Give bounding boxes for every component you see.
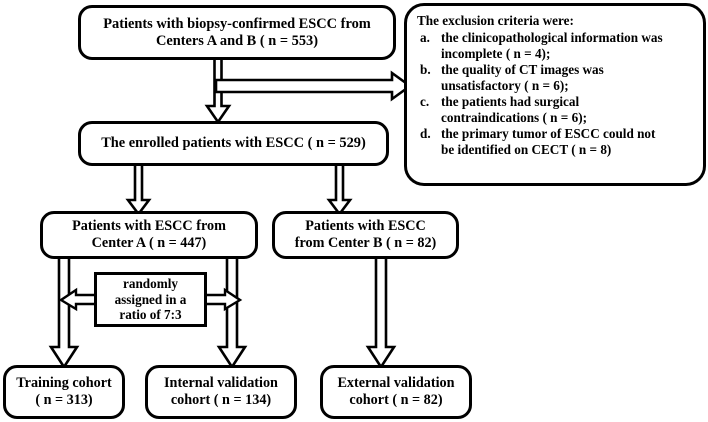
- node-internal-line1: Internal validation: [164, 375, 278, 392]
- node-internal-line2: cohort ( n = 134): [170, 392, 272, 408]
- exclusion-item-text: the clinicopathological information was …: [441, 30, 695, 62]
- node-enrolled-patients: The enrolled patients with ESCC ( n = 52…: [78, 121, 389, 166]
- node-training-cohort: Training cohort ( n = 313): [3, 365, 125, 419]
- exclusion-item-marker: c.: [420, 94, 430, 110]
- exclusion-heading: The exclusion criteria were:: [417, 13, 574, 28]
- node-external-line2: cohort ( n = 82): [349, 392, 443, 408]
- exclusion-item-line1: the primary tumor of ESCC could not: [441, 126, 656, 142]
- exclusion-item-line2: contraindications ( n = 6);: [441, 110, 587, 126]
- node-enrolled-line1: The enrolled patients with ESCC ( n = 52…: [101, 135, 366, 151]
- node-external-validation-cohort: External validation cohort ( n = 82): [320, 365, 472, 419]
- arrow-source-to-exclusion: [214, 70, 413, 102]
- exclusion-item-line1: the clinicopathological information was: [441, 30, 663, 46]
- exclusion-item-text: the patients had surgical contraindicati…: [441, 94, 695, 126]
- exclusion-list: a. the clinicopathological information w…: [417, 30, 695, 158]
- node-center-a-line1: Patients with ESCC from: [72, 218, 226, 235]
- node-external-line1: External validation: [337, 375, 455, 392]
- node-training-line2: ( n = 313): [35, 392, 93, 408]
- node-training-line1: Training cohort: [16, 375, 112, 392]
- exclusion-item-text: the quality of CT images was unsatisfact…: [441, 62, 695, 94]
- arrow-enrolled-to-center-b: [326, 162, 353, 217]
- exclusion-item: a. the clinicopathological information w…: [417, 30, 695, 62]
- node-exclusion-criteria: The exclusion criteria were: a. the clin…: [404, 3, 706, 186]
- node-center-b-line2: from Center B ( n = 82): [294, 235, 437, 251]
- exclusion-item: d. the primary tumor of ESCC could not b…: [417, 126, 695, 158]
- exclusion-item-line2: incomplete ( n = 4);: [441, 46, 551, 62]
- node-source-population: Patients with biopsy-confirmed ESCC from…: [78, 5, 396, 60]
- node-random-assignment: randomly assigned in a ratio of 7:3: [94, 272, 207, 327]
- exclusion-item-marker: b.: [420, 62, 431, 78]
- node-center-b: Patients with ESCC from Center B ( n = 8…: [272, 211, 459, 259]
- arrow-center-a-to-training: [48, 255, 81, 370]
- arrow-enrolled-to-center-a: [125, 162, 152, 217]
- node-random-line2: assigned in a: [114, 291, 187, 307]
- node-internal-validation-cohort: Internal validation cohort ( n = 134): [145, 365, 297, 419]
- node-source-line1: Patients with biopsy-confirmed ESCC from: [103, 15, 371, 32]
- exclusion-item-line2: unsatisfactory ( n = 6);: [441, 78, 569, 94]
- arrow-center-b-to-external: [365, 255, 398, 370]
- node-center-a-line2: Center A ( n = 447): [91, 235, 207, 251]
- exclusion-item-marker: a.: [420, 30, 430, 46]
- node-center-a: Patients with ESCC from Center A ( n = 4…: [40, 211, 258, 259]
- exclusion-item-text: the primary tumor of ESCC could not be i…: [441, 126, 695, 158]
- arrow-random-split-left: [58, 287, 100, 312]
- exclusion-item-line2: be identified on CECT ( n = 8): [441, 142, 612, 158]
- node-random-line1: randomly: [123, 276, 178, 292]
- exclusion-item: b. the quality of CT images was unsatisf…: [417, 62, 695, 94]
- exclusion-item-line1: the patients had surgical: [441, 94, 580, 110]
- node-center-b-line1: Patients with ESCC: [305, 218, 426, 235]
- exclusion-item-line1: the quality of CT images was: [441, 62, 604, 78]
- node-random-line3: ratio of 7:3: [119, 307, 182, 323]
- exclusion-item-marker: d.: [420, 126, 431, 142]
- arrow-center-a-to-internal: [216, 255, 249, 370]
- arrow-random-split-right: [201, 287, 243, 312]
- exclusion-item: c. the patients had surgical contraindic…: [417, 94, 695, 126]
- node-source-line2: Centers A and B ( n = 553): [155, 32, 319, 49]
